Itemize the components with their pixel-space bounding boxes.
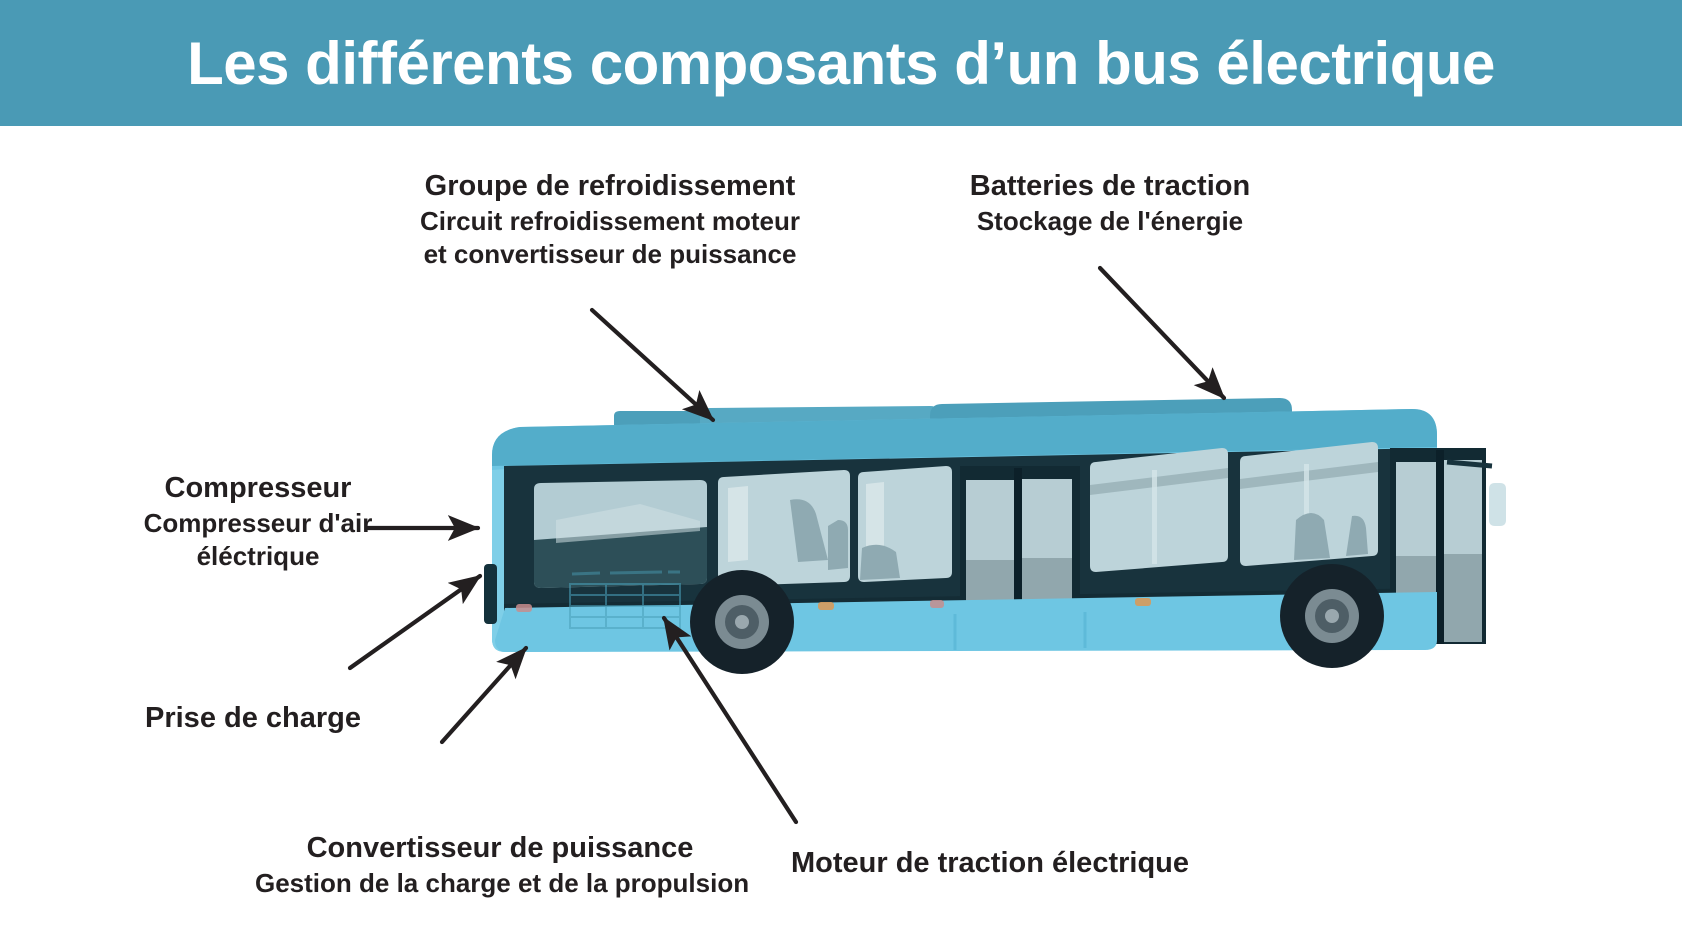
callout-charge-port-title: Prise de charge [145,702,361,734]
callout-converter-sub1: Gestion de la charge et de la propulsion [255,868,750,899]
callout-cooling-sub1: Circuit refroidissement moteur [420,206,800,237]
callout-motor-title: Moteur de traction électrique [790,847,1189,879]
callout-compressor-sub1: Compresseur d'air [143,508,373,539]
callout-compressor: Compresseur Compresseur d'air éléctrique [108,470,408,574]
callout-batteries-sub1: Stockage de l'énergie [976,206,1244,237]
callout-motor: Moteur de traction électrique [770,845,1210,882]
title-banner: Les différents composants d’un bus élect… [0,0,1682,126]
callout-batteries-title: Batteries de traction [969,170,1251,202]
callout-cooling-sub2: et convertisseur de puissance [423,239,797,270]
callout-compressor-title: Compresseur [164,472,352,504]
callout-converter: Convertisseur de puissance Gestion de la… [255,830,750,900]
page-title: Les différents composants d’un bus élect… [187,29,1495,97]
callout-compressor-sub2: éléctrique [196,541,320,572]
callout-charge-port: Prise de charge [128,700,378,737]
callout-cooling: Groupe de refroidissement Circuit refroi… [410,168,810,272]
callout-cooling-title: Groupe de refroidissement [424,170,796,202]
callout-batteries: Batteries de traction Stockage de l'éner… [930,168,1290,238]
callout-converter-title: Convertisseur de puissance [306,832,694,864]
